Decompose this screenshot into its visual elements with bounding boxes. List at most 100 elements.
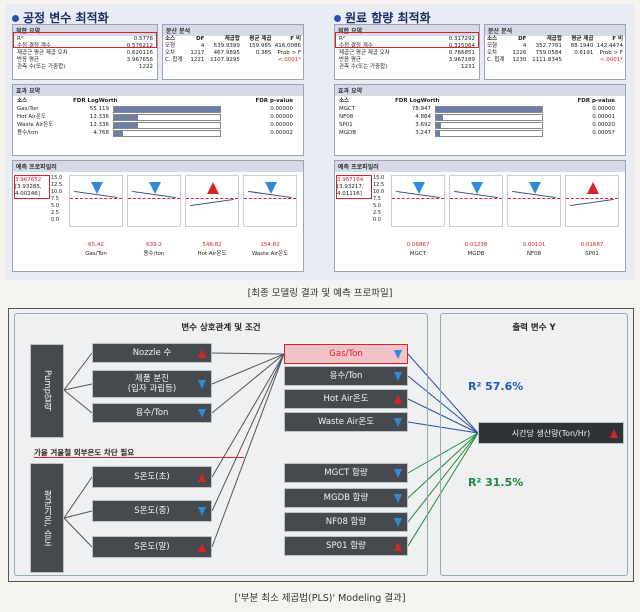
process-var-box-label: Hot Air온도 <box>323 394 369 404</box>
connector-line <box>407 375 479 434</box>
left-anova-cell: 159.985 <box>248 43 272 49</box>
left-fit-label: 수정 결정 계수 <box>17 43 51 49</box>
right-profiler-header: 예측 프로파일러 <box>335 161 625 172</box>
material-var-box-label: MGDB 함량 <box>323 493 369 503</box>
pump-item-box-label: 용수/Ton <box>135 408 169 418</box>
left-profiler-yvalue: 3.967652 <box>15 177 42 183</box>
down-arrow-icon <box>413 182 425 194</box>
left-fit-value: 0.620116 <box>126 50 153 56</box>
right-title-text: 원료 함량 최적화 <box>345 11 431 25</box>
right-anova-col: F 비 <box>612 36 623 42</box>
bullet-icon <box>12 15 19 22</box>
up-arrow-icon <box>394 542 402 551</box>
material-var-box: MGCT 함량 <box>284 463 408 483</box>
left-anova-col: 소스 <box>165 36 176 42</box>
process-var-box: Gas/Ton <box>284 344 408 364</box>
right-effect-source: MGDB <box>339 129 357 136</box>
right-profiler-cell <box>391 175 445 227</box>
right-profiler-cell <box>449 175 503 227</box>
left-anova-col: 평균 제곱 <box>249 36 272 42</box>
left-anova-cell: 1221 <box>190 57 205 63</box>
right-profiler-hline <box>508 198 560 199</box>
left-anova-cell: 0.385 <box>255 50 272 56</box>
caption-pls: ['부분 최소 제곱법(PLS)' Modeling 결과] <box>234 593 406 604</box>
pump-item-box-label: Nozzle 수 <box>132 348 172 358</box>
right-effect-col: 소스 <box>339 98 350 104</box>
right-profiler-label: NF08 <box>526 251 542 257</box>
right-effect-bar <box>436 106 542 112</box>
right-effect-bar <box>436 130 441 136</box>
right-anova-cell: 1111.8345 <box>532 57 562 63</box>
right-effect-col: FDR p-value <box>577 98 615 104</box>
material-var-box: NF08 함량 <box>284 512 408 532</box>
connector-line <box>407 432 479 523</box>
pump-item-box: Nozzle 수 <box>92 343 212 363</box>
left-anova-cell: C. 합계 <box>165 57 183 63</box>
down-arrow-icon <box>149 182 161 194</box>
up-arrow-icon <box>610 429 618 438</box>
right-profiler-yvalue: 3.967164 <box>337 177 364 183</box>
left-profiler-ci: [3.93285, 4.00246] <box>15 184 42 197</box>
left-anova-cell: 639.9399 <box>213 43 240 49</box>
connector-line <box>211 353 285 385</box>
down-arrow-icon <box>394 469 402 478</box>
pump-item-box: 제품 분진 (입자 과립등) <box>92 370 212 398</box>
right-effect-source: SP01 <box>339 121 353 128</box>
left-effect-bar-track <box>113 129 221 137</box>
connector-line <box>63 476 93 519</box>
right-anova-cell: <.0001* <box>599 57 623 63</box>
pump-pressure-box: Pump압력 <box>30 344 64 438</box>
right-fit-label: 제곱근 평균 제곱 오차 <box>339 50 390 56</box>
right-anova-cell: Prob > F <box>599 50 624 56</box>
right-effect-bar-track <box>435 105 543 113</box>
left-effect-pvalue: 0.00000 <box>270 105 293 112</box>
left-effect-logworth: 55.119 <box>89 105 109 112</box>
left-anova-cell: 467.9895 <box>213 50 240 56</box>
left-anova-col: 제곱합 <box>224 36 240 42</box>
left-fit-value: 0.5776 <box>133 36 153 42</box>
left-fit-row: 관측 수(또는 가중합)1222 <box>13 64 157 71</box>
left-fit-label: R² <box>17 36 24 42</box>
left-anova-cell: 4 <box>200 43 205 49</box>
material-var-box-label: NF08 함량 <box>325 517 367 527</box>
bullet-icon <box>334 15 341 22</box>
left-fit-label: 관측 수(또는 가중합) <box>17 64 66 70</box>
temp-item-box-label: S온도(중) <box>134 506 170 516</box>
process-var-box-label: Gas/Ton <box>329 349 363 359</box>
right-profiler-cell <box>565 175 619 227</box>
left-profiler-ytick: 12.5 <box>51 182 63 188</box>
right-fit-header: 적합 요약 <box>335 25 479 36</box>
connector-line <box>63 389 93 414</box>
connector-line <box>407 398 479 434</box>
left-anova-cell: 1107.9295 <box>210 57 240 63</box>
right-profiler-hline <box>566 198 618 199</box>
left-anova-cell: 416.0086 <box>274 43 301 49</box>
process-var-box: Hot Air온도 <box>284 389 408 409</box>
left-effect-bar <box>114 130 124 136</box>
right-effect-pvalue: 0.00001 <box>592 113 615 120</box>
right-fit-value: 0.315064 <box>448 43 475 49</box>
up-arrow-icon <box>198 543 206 552</box>
connector-line <box>211 353 285 512</box>
left-profiler-cell <box>127 175 181 227</box>
up-arrow-icon <box>198 349 206 358</box>
left-effect-bar-track <box>113 113 221 121</box>
pump-label: Pump압력 <box>42 370 52 412</box>
right-profiler-ci: [3.93217, 4.01116] <box>337 184 364 197</box>
connector-line <box>407 432 479 474</box>
right-section-title: 원료 함량 최적화 <box>334 7 431 26</box>
output-label: 시간당 생산량(Ton/Hr) <box>511 428 591 438</box>
right-fit-label: 관측 수(또는 가중합) <box>339 64 388 70</box>
left-anova-header: 분산 분석 <box>163 25 303 36</box>
left-profiler-cell <box>185 175 239 227</box>
left-profiler-ytick: 5.0 <box>51 203 59 209</box>
left-profiler-hline <box>128 198 180 199</box>
left-profiler-hline <box>186 198 238 199</box>
material-var-box-label: MGCT 함량 <box>324 468 368 478</box>
